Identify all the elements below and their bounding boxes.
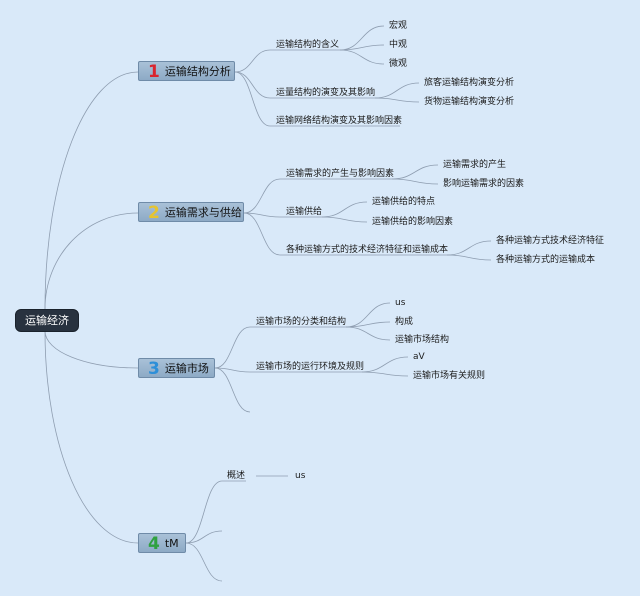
b3-sub-1[interactable]: 运输市场的分类和结构 [256, 317, 347, 327]
root-to-branch-4 [44, 330, 139, 544]
branch-2-label: 运输需求与供给 [164, 206, 242, 219]
b4-sub-1[interactable]: 概述 [227, 471, 246, 481]
branch-3-to-sub-1 [214, 326, 251, 369]
branch-1-label: 运输结构分析 [164, 65, 231, 78]
root-to-branch-2 [44, 212, 139, 310]
b1-sub-2[interactable]: 运量结构的演变及其影响 [276, 88, 376, 98]
branch-1-number: 1 [148, 62, 160, 82]
branch-3-number: 3 [148, 359, 160, 379]
sub-to-leaf-2-1 [374, 82, 420, 99]
sub-to-leaf-3-2 [391, 178, 439, 185]
b1-sub-1-item-1[interactable]: 宏观 [389, 21, 408, 31]
sub-to-leaf-5-1 [446, 240, 492, 256]
b1-sub-2-item-2[interactable]: 货物运输结构演变分析 [424, 97, 515, 107]
branch-3-label: 运输市场 [164, 362, 209, 375]
b3-sub-1-item-3[interactable]: 运输市场结构 [395, 335, 450, 345]
b2-sub-1[interactable]: 运输需求的产生与影响因素 [286, 169, 395, 179]
b1-sub-3[interactable]: 运输网络结构演变及其影响因素 [276, 116, 403, 126]
root-to-branch-1 [44, 71, 139, 310]
b2-sub-3-item-1[interactable]: 各种运输方式技术经济特征 [496, 236, 605, 246]
sub-to-leaf-4-2 [321, 216, 368, 223]
root-node[interactable]: 运输经济 [15, 309, 79, 332]
b1-sub-1[interactable]: 运输结构的含义 [276, 40, 340, 50]
branch-1-node[interactable]: 1 运输结构分析 [138, 61, 235, 82]
sub-to-leaf-5-2 [446, 254, 492, 261]
branch-4-to-sub-1 [185, 480, 223, 544]
sub-to-leaf-7-1 [361, 356, 409, 373]
branch-2-to-sub-3 [243, 212, 281, 256]
b1-sub-2-item-1[interactable]: 旅客运输结构演变分析 [424, 78, 515, 88]
sub-to-leaf-6-3 [345, 326, 391, 341]
sub-to-leaf-1-2 [339, 44, 385, 51]
branch-1-to-sub-3 [234, 71, 271, 127]
sub-to-leaf-6-1 [345, 302, 391, 328]
b4-sub-1-item-1[interactable]: us [295, 471, 306, 481]
b2-sub-1-item-1[interactable]: 运输需求的产生 [443, 160, 507, 170]
branch-2-to-sub-1 [243, 178, 281, 214]
b2-sub-2[interactable]: 运输供给 [286, 207, 323, 217]
branch-2-node[interactable]: 2 运输需求与供给 [138, 202, 244, 223]
branch-1-to-sub-1 [234, 49, 271, 73]
sub-to-leaf-4-1 [321, 201, 368, 218]
b1-sub-1-item-2[interactable]: 中观 [389, 40, 408, 50]
b2-sub-3[interactable]: 各种运输方式的技术经济特征和运输成本 [286, 245, 449, 255]
branch-4-label: tM [164, 537, 179, 550]
b1-sub-1-item-3[interactable]: 微观 [389, 59, 408, 69]
sub-to-leaf-2-2 [374, 97, 420, 103]
b3-sub-1-item-1[interactable]: us [395, 298, 406, 308]
branch-1-to-sub-2 [234, 71, 271, 99]
b3-sub-2[interactable]: 运输市场的运行环境及规则 [256, 362, 365, 372]
branch-4-to-sub-3 [185, 542, 223, 582]
sub-to-leaf-1-1 [339, 25, 385, 51]
sub-to-leaf-7-2 [361, 371, 409, 377]
root-to-branch-3 [44, 330, 139, 369]
branch-2-number: 2 [148, 203, 160, 223]
branch-2-to-sub-2 [243, 212, 281, 218]
sub-to-leaf-1-3 [339, 49, 385, 65]
b3-sub-2-item-2[interactable]: 运输市场有关规则 [413, 371, 486, 381]
b3-sub-2-item-1[interactable]: aV [413, 352, 425, 362]
branch-3-to-sub-3 [214, 367, 251, 413]
sub-to-leaf-3-1 [391, 164, 439, 180]
b3-sub-1-item-2[interactable]: 构成 [395, 317, 414, 327]
b2-sub-1-item-2[interactable]: 影响运输需求的因素 [443, 179, 525, 189]
b2-sub-2-item-2[interactable]: 运输供给的影响因素 [372, 217, 454, 227]
branch-4-node[interactable]: 4 tM [138, 533, 186, 554]
b2-sub-3-item-2[interactable]: 各种运输方式的运输成本 [496, 255, 596, 265]
b2-sub-2-item-1[interactable]: 运输供给的特点 [372, 197, 436, 207]
branch-3-node[interactable]: 3 运输市场 [138, 358, 215, 379]
branch-3-to-sub-2 [214, 367, 251, 373]
branch-4-to-sub-2 [185, 530, 223, 544]
branch-4-number: 4 [148, 534, 160, 554]
